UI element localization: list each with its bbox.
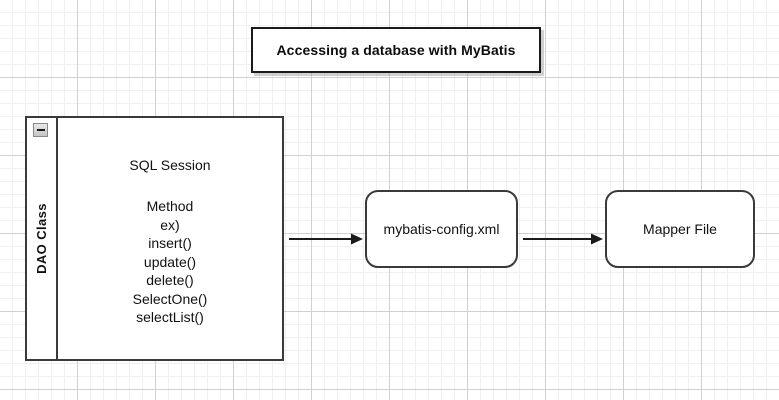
dao-class-body: SQL Session Method ex) insert() update()… [58, 118, 282, 359]
list-item: update() [143, 253, 197, 270]
edge-dao-to-config[interactable] [289, 229, 363, 249]
node-mybatis-config-label: mybatis-config.xml [383, 221, 500, 237]
edge-config-to-mapper[interactable] [523, 229, 603, 249]
node-dao-class-label: DAO Class [34, 203, 50, 274]
sql-session-title: SQL Session [129, 157, 211, 173]
node-mybatis-config[interactable]: mybatis-config.xml [365, 190, 518, 268]
dao-class-label-strip: DAO Class [27, 118, 58, 359]
dao-method-list: Method ex) insert() update() delete() Se… [133, 197, 208, 327]
diagram-title-box[interactable]: Accessing a database with MyBatis [251, 27, 541, 73]
node-mapper-file[interactable]: Mapper File [605, 190, 755, 268]
list-item: delete() [146, 272, 194, 288]
list-item: selectList() [136, 309, 204, 325]
node-mapper-file-label: Mapper File [643, 221, 717, 237]
node-dao-class[interactable]: DAO Class SQL Session Method ex) insert(… [25, 116, 284, 361]
page-title: Accessing a database with MyBatis [276, 42, 516, 58]
minus-icon[interactable] [33, 123, 48, 137]
list-item: Method [146, 198, 194, 214]
list-item: SelectOne() [132, 290, 208, 307]
list-item: insert() [148, 235, 192, 251]
list-item: ex) [160, 216, 180, 233]
